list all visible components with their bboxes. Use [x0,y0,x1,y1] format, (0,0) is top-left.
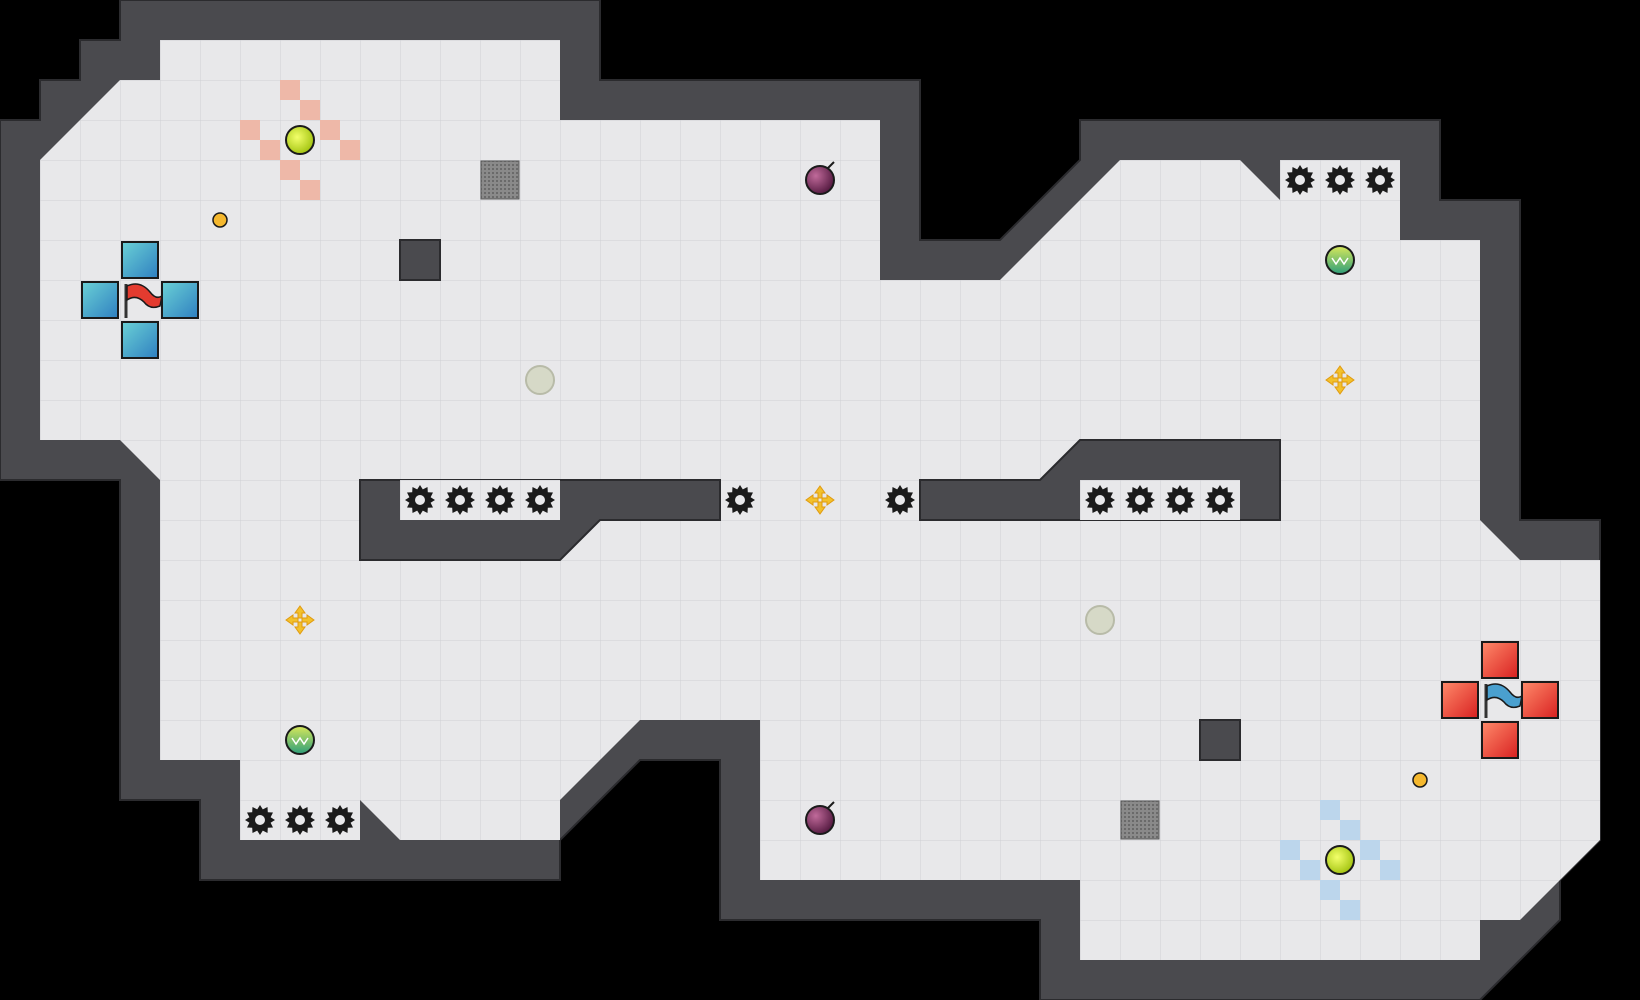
spike-icon [445,485,475,515]
spike-icon [405,485,435,515]
blue-flag-gates [1441,641,1559,759]
powerup-icon [285,125,315,155]
team-boost-icon [285,725,315,755]
spike-icon [285,805,315,835]
neutral-pads [525,365,1115,635]
blue-flag-icon[interactable] [1484,683,1524,718]
spike-icon [485,485,515,515]
bomb-icon [805,165,835,195]
spike-icon [1125,485,1155,515]
button-icon [212,212,228,228]
portals [480,160,1160,840]
boost-icon [285,605,315,635]
spike-icon [1165,485,1195,515]
powerups [285,125,1355,875]
spike-icon [325,805,355,835]
neutral-pad-icon [525,365,555,395]
team-boost-icon [1325,245,1355,275]
portal-icon [480,160,520,200]
red-flag-icon[interactable] [124,283,164,318]
spikes [245,165,1395,835]
team-boosts [285,245,1355,755]
spike-icon [1285,165,1315,195]
red-flag-gates [81,241,199,359]
blue-team-zone [1280,800,1400,920]
spike-icon [1325,165,1355,195]
buttons[interactable] [212,212,1428,788]
spike-icon [1365,165,1395,195]
spike-icon [885,485,915,515]
boost-icon [805,485,835,515]
spike-icon [525,485,555,515]
powerup-icon [1325,845,1355,875]
spike-icon [245,805,275,835]
spike-icon [725,485,755,515]
boosts [285,365,1355,635]
button-icon [1412,772,1428,788]
spike-icon [1205,485,1235,515]
bomb-icon [805,805,835,835]
portal-icon [1120,800,1160,840]
boost-icon [1325,365,1355,395]
neutral-pad-icon [1085,605,1115,635]
spike-icon [1085,485,1115,515]
bombs [805,161,835,835]
red-team-zone [240,80,360,200]
